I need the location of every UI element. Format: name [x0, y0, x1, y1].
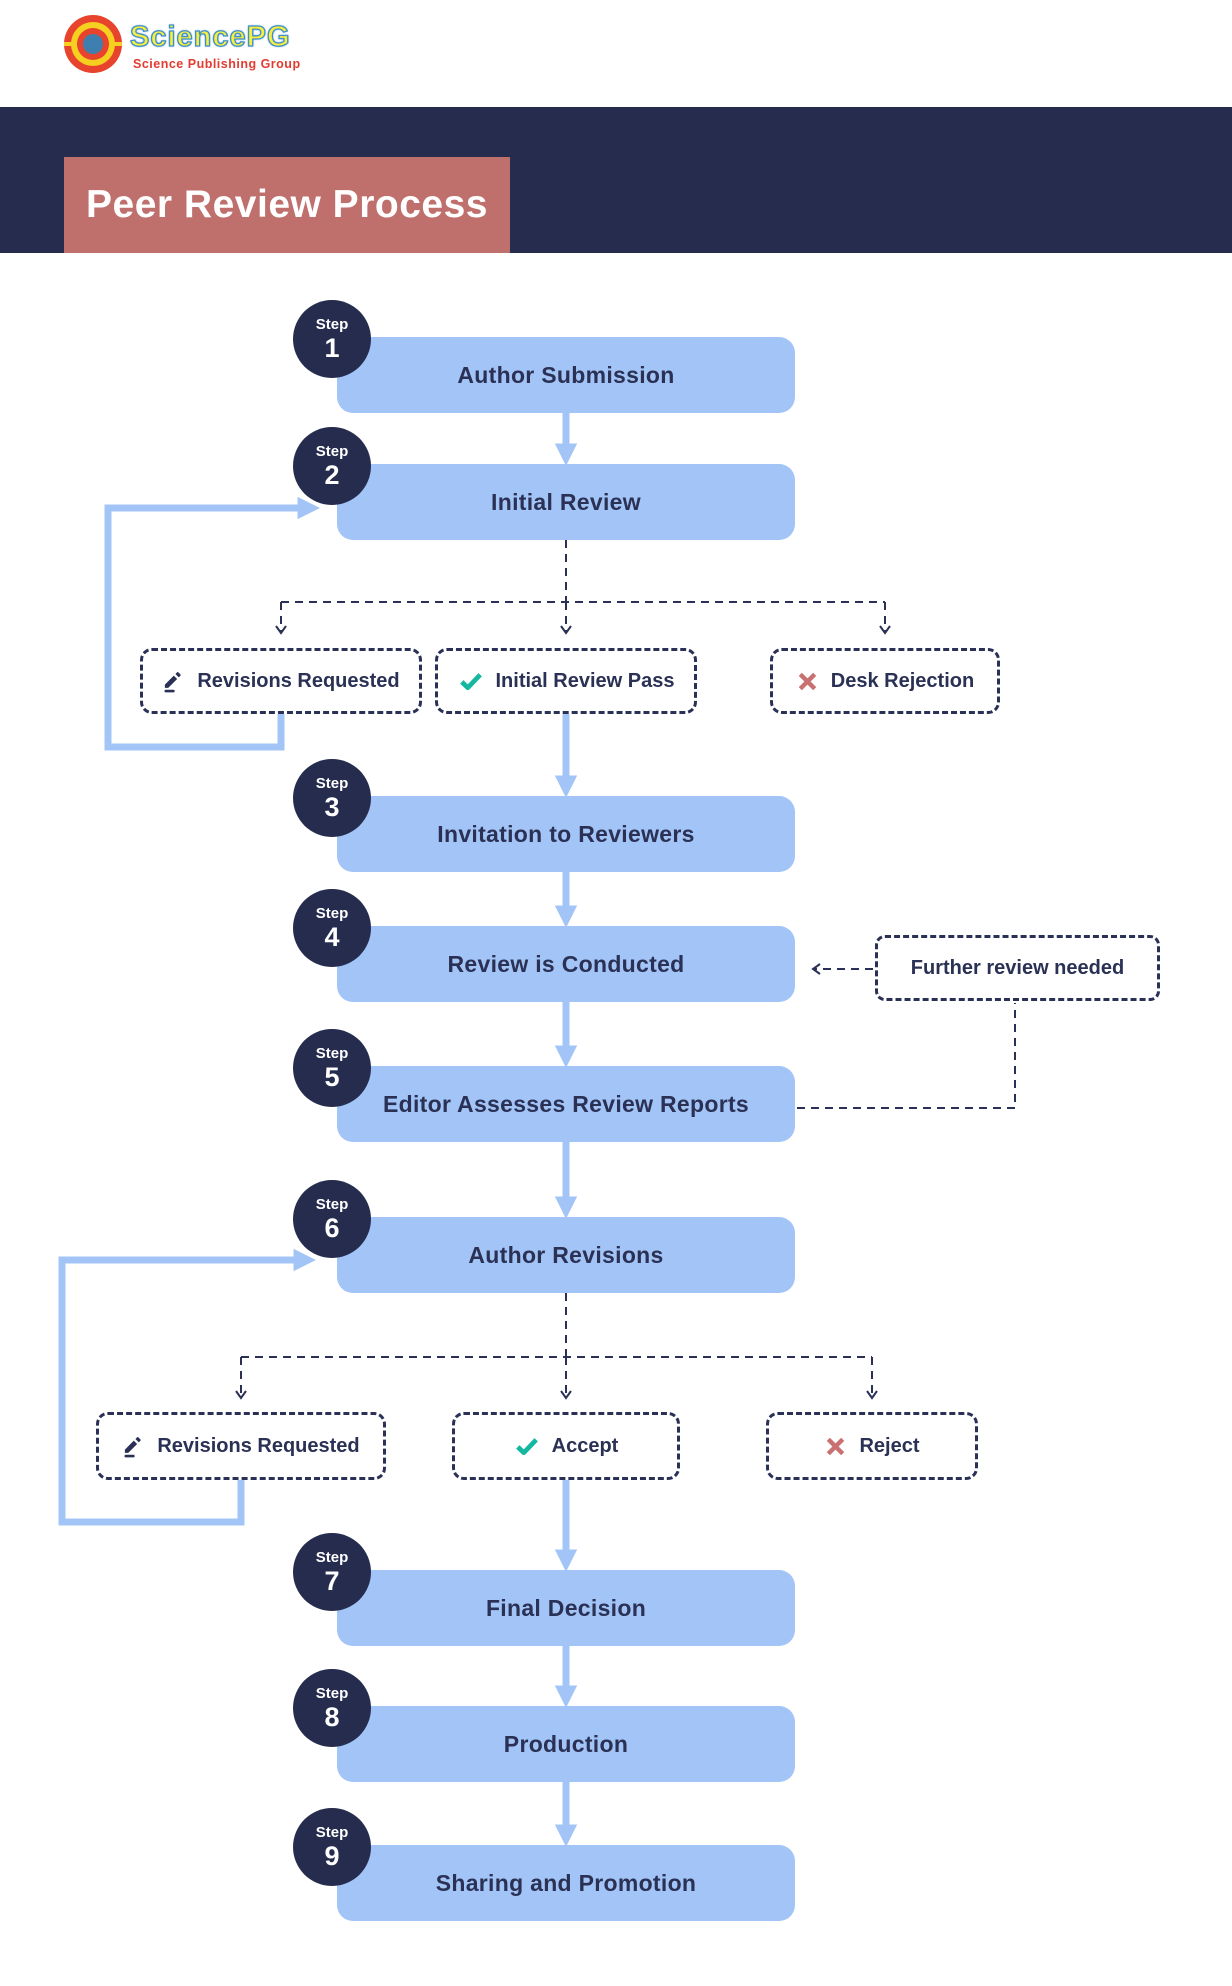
- outcome-initial-review-pass: Initial Review Pass: [435, 648, 697, 714]
- pen-icon: [122, 1435, 145, 1458]
- step-box-invitation-to-reviewers: Invitation to Reviewers: [337, 796, 795, 872]
- outcome-reject: Reject: [766, 1412, 978, 1480]
- brand-name: SciencePG: [129, 20, 291, 53]
- step-box-sharing-and-promotion: Sharing and Promotion: [337, 1845, 795, 1921]
- check-icon: [458, 668, 484, 694]
- step-box-production: Production: [337, 1706, 795, 1782]
- step-box-author-submission: Author Submission: [337, 337, 795, 413]
- step-box-editor-assesses-review-reports: Editor Assesses Review Reports: [337, 1066, 795, 1142]
- outcome-revisions-requested-2: Revisions Requested: [96, 1412, 386, 1480]
- loop-revisions-to-author-revisions: [58, 1248, 316, 1526]
- pen-icon: [162, 670, 185, 693]
- note-further-review-needed: Further review needed: [875, 935, 1160, 1001]
- outcome-desk-rejection: Desk Rejection: [770, 648, 1000, 714]
- outcome-revisions-requested-1: Revisions Requested: [140, 648, 422, 714]
- page-title: Peer Review Process: [86, 183, 488, 226]
- loop-revisions-to-initial-review: [104, 496, 320, 751]
- page-header: SciencePG Science Publishing Group: [0, 0, 1232, 107]
- step-box-author-revisions: Author Revisions: [337, 1217, 795, 1293]
- check-icon: [514, 1433, 540, 1459]
- brand-tagline: Science Publishing Group: [133, 57, 301, 71]
- sciencepg-logo-icon: [64, 15, 122, 73]
- outcome-accept: Accept: [452, 1412, 680, 1480]
- dashed-path-step5-to-further-review: [797, 1003, 1016, 1109]
- step-box-initial-review: Initial Review: [337, 464, 795, 540]
- step-box-review-is-conducted: Review is Conducted: [337, 926, 795, 1002]
- logo: SciencePG Science Publishing Group: [64, 13, 384, 77]
- x-icon: [796, 670, 819, 693]
- x-icon: [824, 1435, 847, 1458]
- step-box-final-decision: Final Decision: [337, 1570, 795, 1646]
- title-banner: Peer Review Process: [64, 157, 510, 253]
